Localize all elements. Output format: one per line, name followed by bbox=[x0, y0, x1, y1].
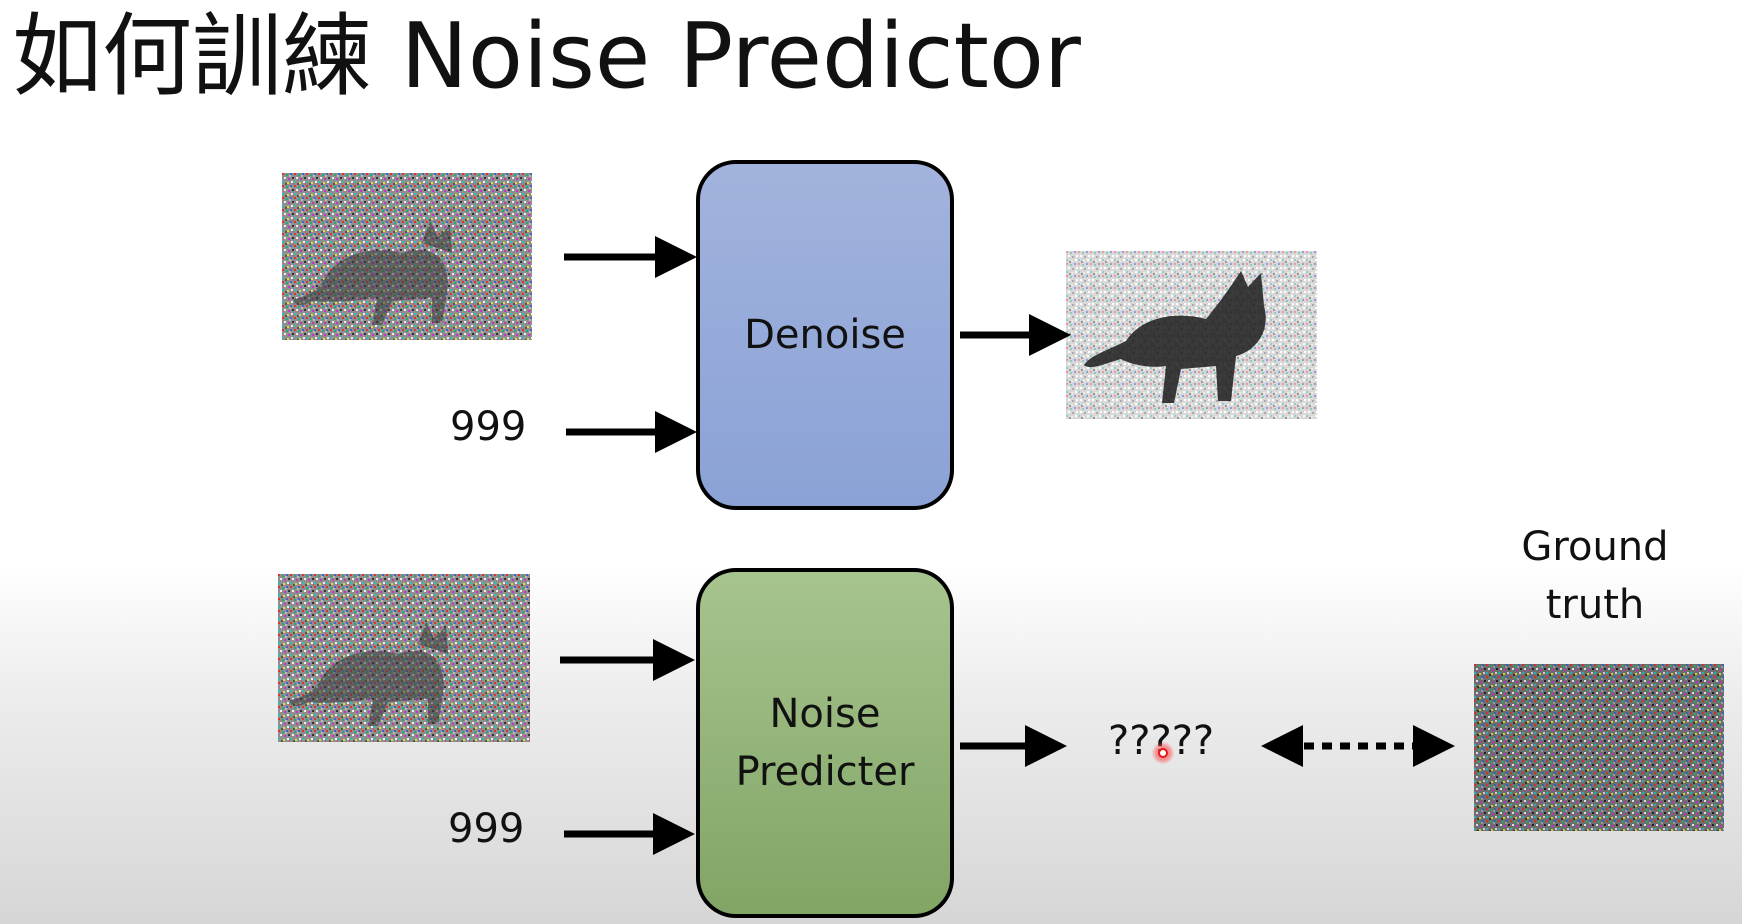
top-step-input: 999 bbox=[450, 404, 527, 450]
slide-title: 如何訓練 Noise Predictor bbox=[12, 4, 1081, 109]
bottom-step-input: 999 bbox=[448, 806, 525, 852]
noise-predicter-block: Noise Predicter bbox=[696, 568, 954, 918]
noisy-cat-image bbox=[282, 173, 532, 340]
ground-truth-label: Ground truth bbox=[1521, 524, 1669, 628]
denoise-block: Denoise bbox=[696, 160, 954, 510]
noise-predicter-block-label: Noise Predicter bbox=[735, 691, 915, 795]
denoise-block-label: Denoise bbox=[744, 312, 906, 358]
ground-truth-noise-image bbox=[1474, 664, 1724, 831]
pointer-dot-icon bbox=[1152, 742, 1174, 764]
denoised-cat-image bbox=[1066, 251, 1317, 419]
noisy-cat-image-2 bbox=[278, 574, 530, 742]
